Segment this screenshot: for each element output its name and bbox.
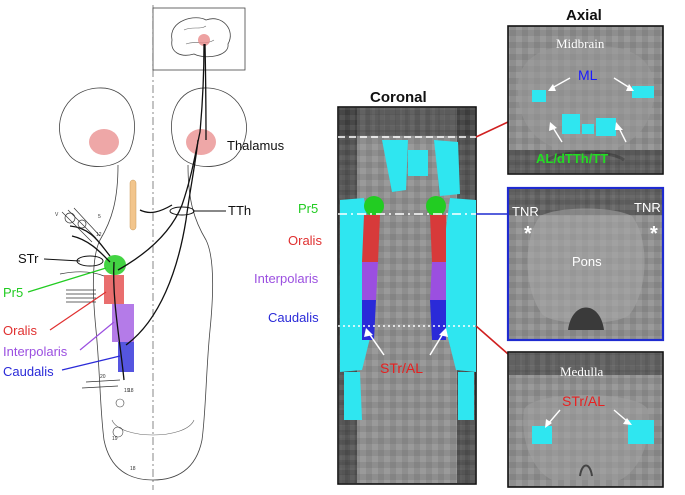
midbrain-panel [507,25,664,175]
str-label: STr [18,251,39,266]
svg-text:V: V [55,212,59,218]
pons-label: Pons [572,254,602,269]
cortex-outline [171,17,231,58]
medulla-activation [532,420,654,444]
tnr-left-label: TNR [512,204,539,219]
coronal-caudalis-label: Caudalis [268,310,319,325]
axial-title: Axial [566,7,602,24]
interpolaris-leader [79,321,115,351]
asterisk-icon: * [650,223,658,245]
coronal-str-al-label: STr/AL [380,360,423,376]
midbrain-activation [532,86,654,136]
cortex-target [198,34,210,46]
svg-text:5: 5 [98,214,101,220]
coronal-pr5-right [426,196,446,216]
pr5-label: Pr5 [3,285,23,300]
ml-arrow-right [613,77,631,89]
left-hemisphere-outline [59,87,135,167]
caudalis-leader [61,355,121,371]
nerve-roots [59,207,121,389]
medulla-arrow-left [547,409,561,425]
right-hemisphere-outline [171,87,247,167]
str-ring [76,255,104,267]
tracts-label: AL/dTTh/TT [536,151,608,166]
asterisk-icon: * [524,223,532,245]
midbrain-connector [475,121,509,138]
coronal-oralis-label: Oralis [288,233,322,248]
coronal-pr5-left [364,196,384,216]
tnr-right-label: TNR [634,200,661,215]
tth-ring [169,206,195,216]
svg-text:20: 20 [100,374,106,380]
svg-text:18: 18 [128,388,134,394]
str-leader [43,258,81,262]
medulla-connector [475,325,509,355]
oralis-label: Oralis [3,323,37,338]
coronal-caudalis-left [362,300,376,340]
coronal-pr5-label: Pr5 [298,201,318,216]
svg-text:19: 19 [112,436,118,442]
coronal-caudalis-right [430,300,446,340]
ml-arrow-left [551,77,571,89]
fourth-ventricle [568,307,604,330]
tth-label: TTh [228,203,251,218]
pr5-leader [27,267,107,293]
oralis-leader [49,291,107,331]
medulla-title: Medulla [560,364,604,379]
mesencephalic-nucleus [129,179,137,231]
svg-text:18: 18 [130,466,136,472]
thalamus-label: Thalamus [227,138,285,153]
coronal-interpolaris-label: Interpolaris [254,271,319,286]
midbrain-title: Midbrain [556,36,605,51]
interpolaris-label: Interpolaris [3,344,68,359]
svg-text:12: 12 [96,232,102,238]
svg-text:19: 19 [124,388,130,394]
pathway-lines [69,43,207,381]
coronal-oralis-right [430,215,446,262]
coronal-interpolaris-right [430,262,446,300]
ml-label: ML [578,67,598,83]
coronal-title: Coronal [370,89,427,106]
str-al-arrow-left [367,331,385,356]
interpolaris-nucleus [112,304,134,342]
medulla-str-al-label: STr/AL [562,393,605,409]
coronal-oralis-left [362,215,380,262]
pr5-nucleus [104,255,126,275]
coronal-interpolaris-left [362,262,378,300]
medulla-panel [507,351,664,488]
left-thalamus [89,129,119,155]
caudalis-label: Caudalis [3,364,54,379]
brainstem-outline [92,164,214,481]
coronal-panel [337,106,477,485]
right-thalamus [186,129,216,155]
str-al-arrow-right [429,331,445,356]
pons-panel [506,186,665,342]
